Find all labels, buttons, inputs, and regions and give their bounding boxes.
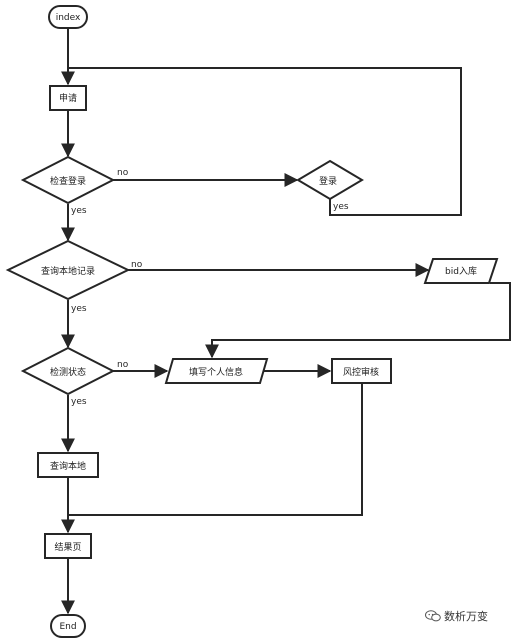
node-bid-store-label: bid入库 xyxy=(445,265,477,277)
edge-risk-to-result xyxy=(68,384,363,516)
node-fill-info: 填写个人信息 xyxy=(164,358,269,384)
node-index-label: index xyxy=(56,13,81,23)
label-check-login-yes: yes xyxy=(71,206,87,216)
watermark: 数析万变 xyxy=(425,608,488,624)
label-status-yes: yes xyxy=(71,397,87,407)
edge-login-yes-loop xyxy=(68,67,462,216)
node-login: 登录 xyxy=(296,159,364,201)
edge-bid-to-fill xyxy=(205,282,511,359)
node-query-local: 查询本地 xyxy=(37,452,99,478)
node-login-label: 登录 xyxy=(319,176,337,187)
label-check-login-no: no xyxy=(117,168,129,178)
node-query-local-record: 查询本地记录 xyxy=(5,239,131,301)
node-risk-review: 风控审核 xyxy=(331,358,392,384)
node-check-status: 检测状态 xyxy=(20,346,116,396)
node-bid-store: bid入库 xyxy=(423,258,499,284)
node-risk-review-label: 风控审核 xyxy=(343,366,379,378)
node-result-page: 结果页 xyxy=(44,533,92,559)
node-query-local-label: 查询本地 xyxy=(50,460,86,472)
node-check-login-label: 检查登录 xyxy=(50,175,86,187)
node-check-login: 检查登录 xyxy=(20,155,116,205)
node-query-local-record-label: 查询本地记录 xyxy=(41,265,95,277)
node-apply: 申请 xyxy=(49,85,87,111)
node-check-status-label: 检测状态 xyxy=(50,366,86,378)
node-fill-info-label: 填写个人信息 xyxy=(189,366,243,378)
label-query-yes: yes xyxy=(71,304,87,314)
label-login-yes: yes xyxy=(333,202,349,212)
label-status-no: no xyxy=(117,360,129,370)
node-index: index xyxy=(48,5,88,29)
label-query-no: no xyxy=(131,260,143,270)
wechat-bubble-icon xyxy=(425,610,441,622)
node-result-page-label: 结果页 xyxy=(54,541,81,553)
node-apply-label: 申请 xyxy=(59,92,77,104)
watermark-text: 数析万变 xyxy=(444,610,488,623)
node-end-label: End xyxy=(59,622,76,632)
node-end: End xyxy=(50,614,86,638)
